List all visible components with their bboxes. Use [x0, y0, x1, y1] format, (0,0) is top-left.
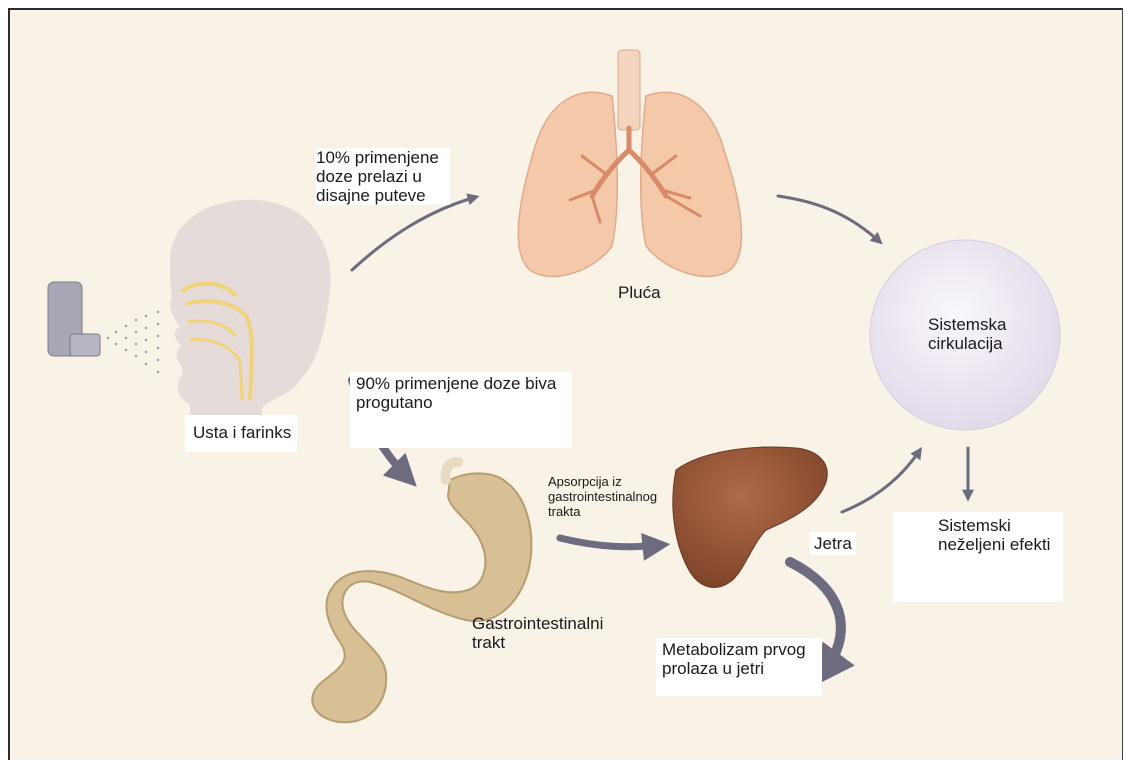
head-icon	[170, 200, 331, 440]
lungs-dose-label: 10% primenjene doze prelazi u disajne pu…	[316, 148, 450, 205]
liver-label: Jetra	[810, 532, 856, 555]
swallowed-dose-label: 90% primenjene doze biva progutano	[350, 372, 572, 448]
gi-tract-label: Gastrointestinalni trakt	[472, 614, 622, 652]
arrow-lungs-to-circulation	[778, 196, 880, 242]
stomach-icon	[312, 462, 531, 722]
lungs-label: Pluća	[618, 283, 661, 302]
first-pass-label: Metabolizam prvog prolaza u jetri	[656, 638, 822, 696]
arrow-mouth-to-lungs	[352, 197, 476, 270]
lungs-icon	[518, 50, 741, 276]
gi-absorption-label: Apsorpcija iz gastrointestinalnog trakta	[548, 474, 678, 519]
side-effects-label: Sistemski neželjeni efekti	[893, 512, 1063, 602]
systemic-circulation-label: Sistemska cirkulacija	[928, 315, 1018, 353]
mouth-label: Usta i farinks	[185, 415, 297, 452]
arrow-gi-to-liver	[560, 538, 662, 547]
arrow-liver-to-circulation	[842, 450, 920, 512]
inhaler-icon	[48, 282, 159, 373]
